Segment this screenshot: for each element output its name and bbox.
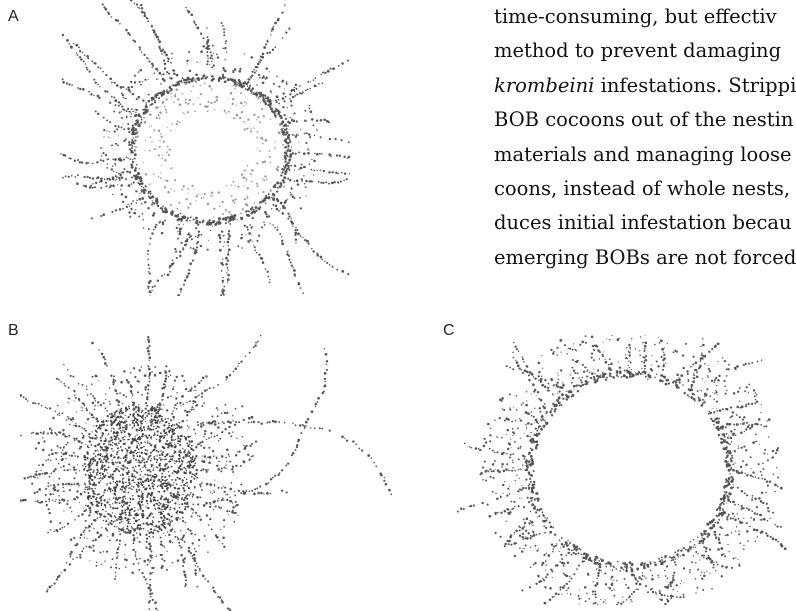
text-line-1: time-consuming, but effectiv bbox=[494, 0, 796, 34]
cocoon-drawing-a bbox=[60, 0, 350, 296]
species-name: krombeini bbox=[494, 74, 594, 97]
panel-label-a: A bbox=[8, 8, 19, 26]
cocoon-drawing-c bbox=[457, 335, 787, 605]
text-line-3-rest: infestations. Strippin bbox=[594, 74, 796, 97]
drawing-c bbox=[450, 335, 796, 605]
text-line-6: coons, instead of whole nests, r bbox=[494, 172, 796, 206]
text-line-4: BOB cocoons out of the nestin bbox=[494, 103, 796, 137]
cocoon-drawing-b bbox=[20, 335, 392, 611]
drawing-a bbox=[60, 0, 350, 296]
text-line-7: duces initial infestation becau bbox=[494, 206, 796, 240]
text-line-8: emerging BOBs are not forced bbox=[494, 241, 796, 275]
body-text: time-consuming, but effectiv method to p… bbox=[494, 0, 796, 275]
text-line-3: krombeini infestations. Strippin bbox=[494, 69, 796, 103]
text-line-2: method to prevent damaging bbox=[494, 34, 796, 68]
drawing-b bbox=[20, 335, 440, 611]
text-line-5: materials and managing loose c bbox=[494, 138, 796, 172]
panel-label-b: B bbox=[8, 322, 19, 340]
